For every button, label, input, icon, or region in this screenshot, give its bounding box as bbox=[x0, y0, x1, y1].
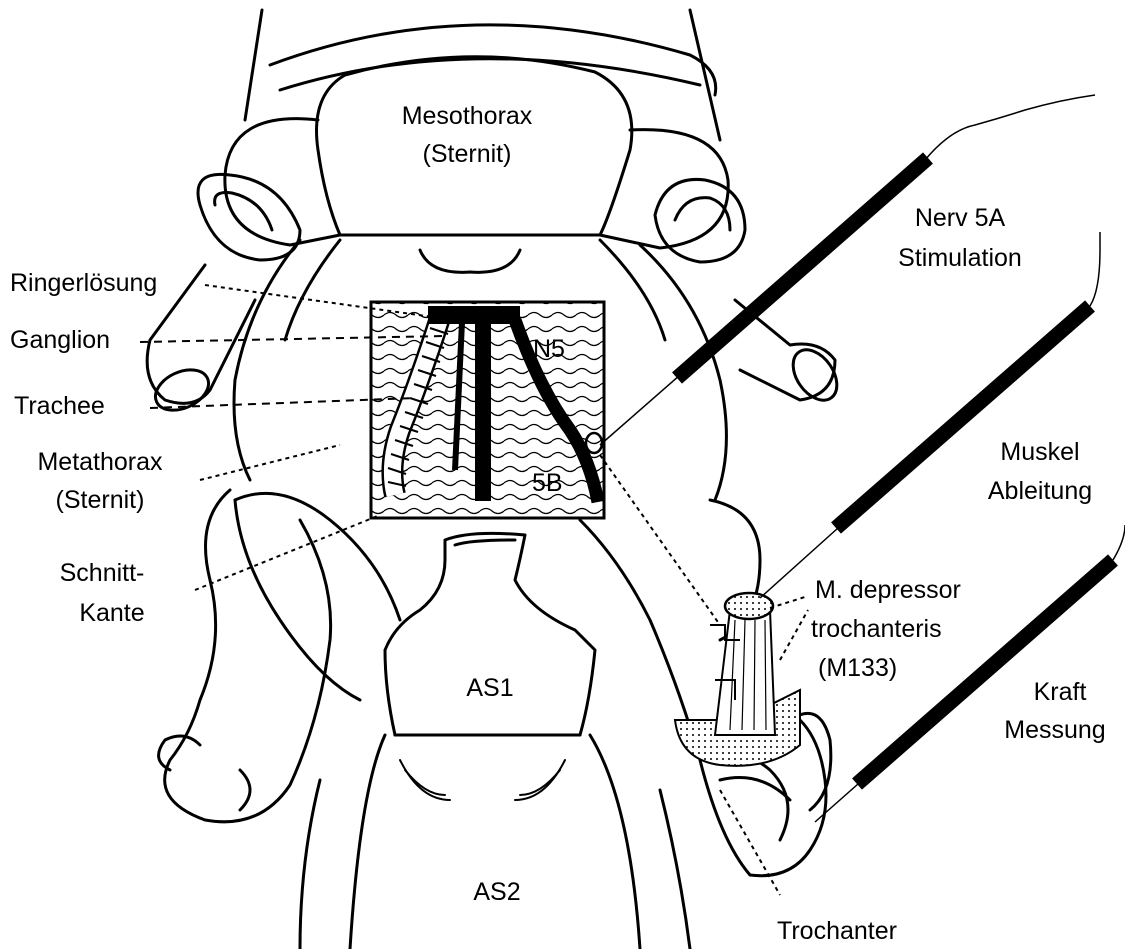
label-as2: AS2 bbox=[473, 878, 520, 906]
label-5b: 5B bbox=[532, 469, 563, 497]
label-trochanter: Trochanter bbox=[777, 917, 897, 945]
label-m-depressor: M. depressor bbox=[815, 576, 961, 604]
label-ableitung: Ableitung bbox=[988, 477, 1092, 505]
label-stimulation: Stimulation bbox=[898, 244, 1022, 272]
label-schnitt: Schnitt- bbox=[60, 559, 145, 587]
label-ringerloesung: Ringerlösung bbox=[10, 269, 157, 297]
label-n5: N5 bbox=[533, 335, 565, 363]
label-as1: AS1 bbox=[466, 674, 513, 702]
label-trachee: Trachee bbox=[14, 392, 105, 420]
label-metathorax-sternit: (Sternit) bbox=[56, 486, 145, 514]
label-metathorax: Metathorax bbox=[37, 448, 163, 476]
label-ganglion: Ganglion bbox=[10, 326, 110, 354]
label-nerv-5a: Nerv 5A bbox=[915, 204, 1006, 232]
label-trochanteris: trochanteris bbox=[811, 615, 942, 643]
label-m133: (M133) bbox=[818, 654, 897, 682]
recording-electrode bbox=[760, 232, 1100, 598]
label-messung: Messung bbox=[1004, 716, 1105, 744]
label-muskel: Muskel bbox=[1000, 438, 1079, 466]
depressor-muscle bbox=[675, 593, 800, 766]
label-mesothorax-sternit: (Sternit) bbox=[423, 140, 512, 168]
label-kante: Kante bbox=[79, 599, 144, 627]
label-mesothorax: Mesothorax bbox=[402, 102, 533, 130]
diagram-labels: Mesothorax (Sternit) Nerv 5A Stimulation… bbox=[10, 102, 1106, 945]
label-kraft: Kraft bbox=[1034, 678, 1087, 706]
